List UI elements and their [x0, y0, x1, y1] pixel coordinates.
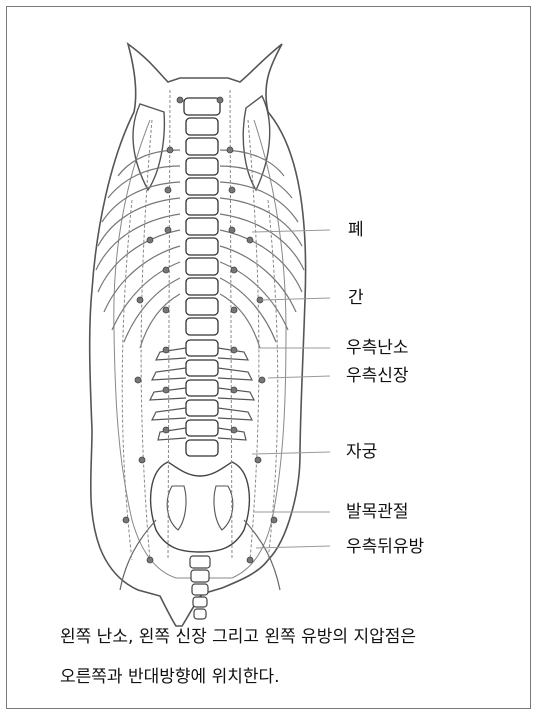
label-ankle-joint: 발목관절 — [346, 502, 409, 522]
leader-lines — [252, 230, 330, 548]
pelvis-left-hole — [167, 486, 186, 530]
label-liver: 간 — [348, 288, 364, 308]
left-hind-leg — [120, 520, 156, 590]
caption-line-1: 왼쪽 난소, 왼쪽 신장 그리고 왼쪽 유방의 지압점은 — [60, 626, 510, 649]
caption-line-2: 오른쪽과 반대방향에 위치한다. — [60, 666, 510, 689]
label-lung: 폐 — [348, 220, 364, 240]
right-hind-leg — [244, 520, 280, 590]
left-scapula — [133, 104, 164, 190]
label-right-ovary: 우측난소 — [346, 338, 409, 358]
spine — [184, 98, 220, 456]
pelvis-right-hole — [214, 486, 233, 530]
label-right-kidney: 우측신장 — [346, 366, 409, 386]
label-right-rear-breast: 우측뒤유방 — [346, 537, 424, 557]
label-uterus: 자궁 — [346, 442, 377, 462]
right-ribs — [220, 150, 304, 348]
pelvis — [151, 462, 250, 552]
left-ribs — [96, 150, 180, 348]
tail — [190, 556, 210, 619]
